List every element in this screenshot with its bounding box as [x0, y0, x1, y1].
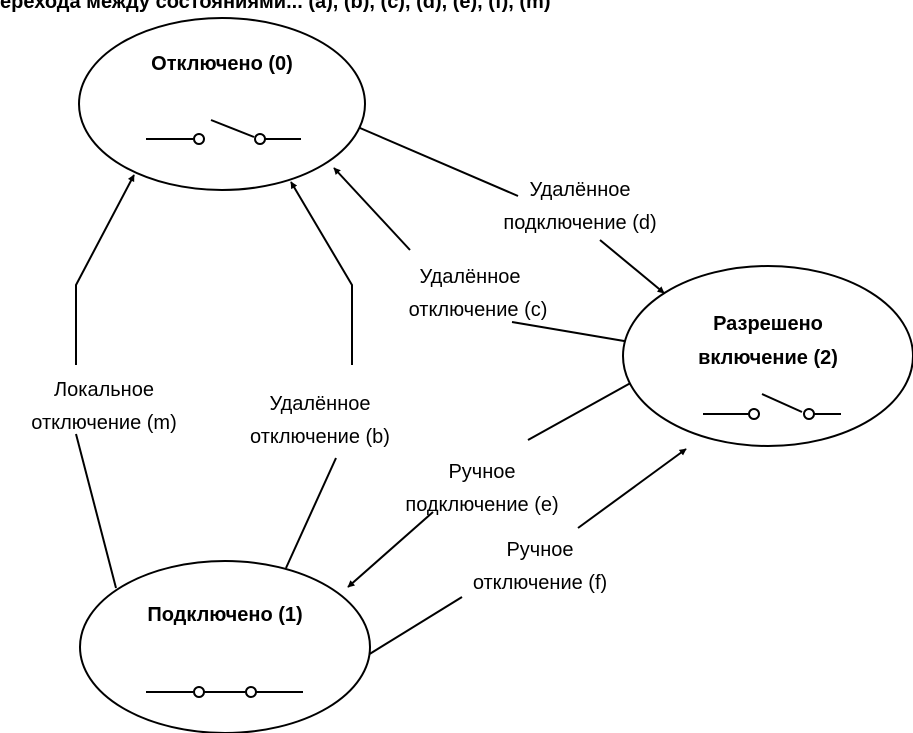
state-connected: Подключено (1): [79, 560, 371, 733]
label-e-line1: Ручное: [448, 461, 515, 483]
state-enable-on: Разрешено включение (2): [622, 265, 913, 447]
label-m-line1: Локальное: [54, 379, 154, 401]
transition-b: [285, 181, 353, 569]
transition-f: [367, 448, 687, 656]
state-disconnected-title: Отключено (0): [151, 53, 293, 75]
state-enabled-title-line1: Разрешено: [713, 313, 823, 335]
label-f-line2: отключение (f): [473, 572, 607, 594]
transition-c: [333, 167, 631, 343]
label-d-line1: Удалённое: [529, 179, 630, 201]
transition-m: [75, 174, 135, 589]
label-b-line1: Удалённое: [269, 393, 370, 415]
state-connected-title: Подключено (1): [147, 604, 302, 626]
open-switch-icon: [146, 119, 301, 145]
label-b-line2: отключение (b): [250, 426, 390, 448]
label-f-line1: Ручное: [506, 539, 573, 561]
cropped-header: ерехода между состояниями... (a), (b), (…: [0, 0, 551, 13]
state-disconnected: Отключено (0): [78, 17, 366, 191]
transition-d: [359, 127, 665, 294]
label-c-line2: отключение (c): [409, 299, 548, 321]
label-e-line2: подключение (e): [405, 494, 558, 516]
transition-e: [347, 379, 637, 588]
label-m-line2: отключение (m): [31, 412, 176, 434]
state-enabled-title-line2: включение (2): [698, 347, 838, 369]
label-c-line1: Удалённое: [419, 266, 520, 288]
open-switch-icon: [703, 393, 841, 420]
label-d-line2: подключение (d): [503, 212, 656, 234]
closed-switch-icon: [146, 686, 303, 698]
